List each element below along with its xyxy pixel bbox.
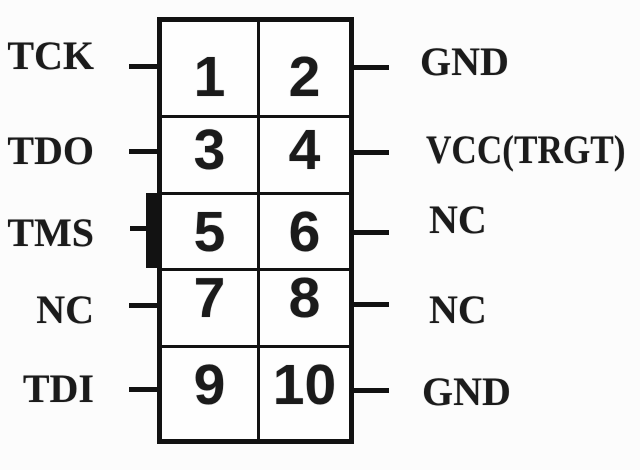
pin2-cell: 2	[257, 22, 349, 115]
pin5-lead-line	[130, 226, 148, 231]
connector-body: 1 2 3 4 5 6 7 8 9 10	[157, 17, 354, 444]
pin2-lead-line	[351, 65, 389, 70]
pin10-cell: 10	[257, 345, 349, 439]
pin7-cell: 7	[162, 266, 257, 345]
pin3-cell: 3	[162, 115, 257, 192]
pin9-lead-line	[129, 387, 159, 392]
pin10-signal-label: GND	[422, 369, 511, 414]
pin1-signal-label: TCK	[7, 33, 94, 78]
pin2-signal-label: GND	[420, 39, 509, 84]
pin6-cell: 6	[257, 192, 349, 268]
pin9-signal-label: TDI	[22, 366, 94, 411]
pin1-cell: 1	[193, 44, 226, 109]
pin3-lead-line	[129, 149, 159, 154]
pin3-signal-label: TDO	[7, 128, 94, 173]
pin6-signal-label: NC	[429, 197, 487, 242]
pin4-lead-line	[351, 150, 389, 155]
pin8-lead-line	[351, 302, 389, 307]
pin5-cell: 5	[162, 192, 257, 268]
pin5-signal-label: TMS	[7, 210, 94, 255]
pin7-signal-label: NC	[36, 287, 94, 332]
pin4-cell: 4	[257, 115, 349, 192]
pin6-lead-line	[350, 230, 389, 235]
pin8-signal-label: NC	[429, 287, 487, 332]
pin4-signal-label: VCC(TRGT)	[426, 127, 626, 172]
pin10-lead-line	[351, 388, 389, 393]
pin8-cell: 8	[257, 266, 349, 345]
pin1-lead-line	[129, 64, 159, 69]
pin7-lead-line	[129, 303, 159, 308]
pin9-cell: 9	[162, 345, 257, 439]
